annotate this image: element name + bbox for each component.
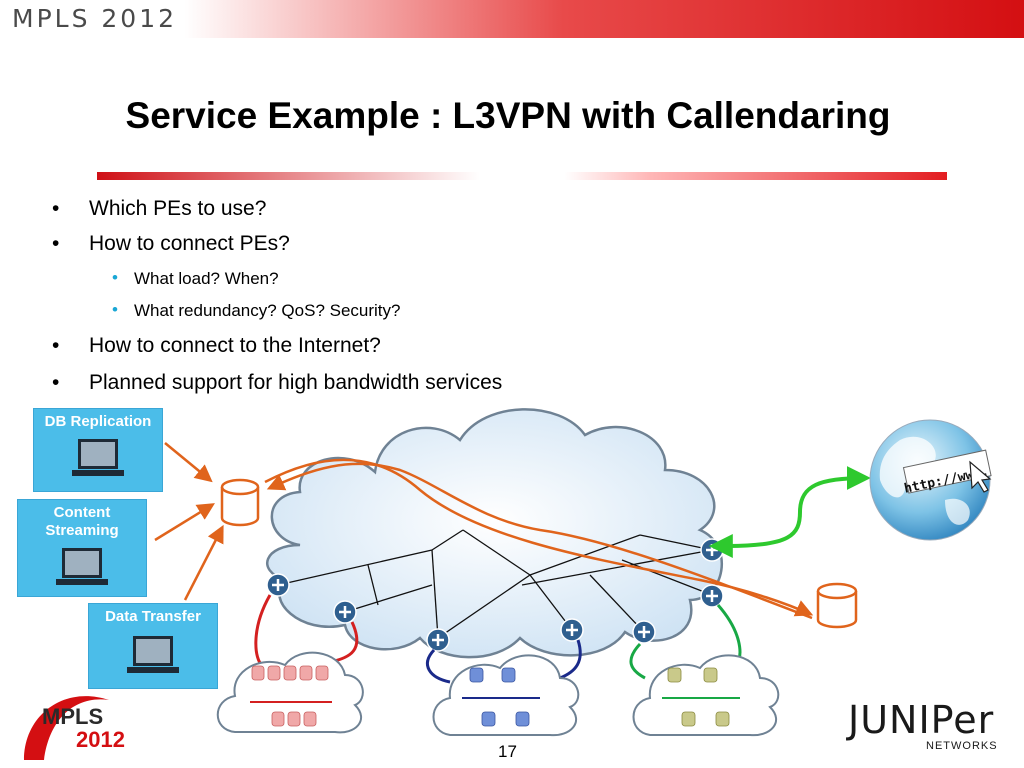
- router-icon: [333, 600, 357, 624]
- bullet-text: How to connect to the Internet?: [89, 334, 381, 357]
- logo-swoosh-icon: [24, 696, 109, 760]
- laptop-icon: [127, 636, 179, 673]
- bullet-text: How to connect PEs?: [89, 232, 290, 255]
- router-icon: [700, 538, 724, 562]
- laptop-icon: [56, 548, 108, 585]
- blue-site-cloud: [432, 654, 580, 737]
- internet-link: [708, 466, 871, 558]
- service-label: DB Replication: [44, 413, 152, 430]
- sub-bullet-text: What redundancy? QoS? Security?: [134, 301, 401, 320]
- service-arrow: [183, 524, 224, 601]
- router-icon: [632, 620, 656, 644]
- network-diagram: http://www.: [154, 408, 992, 737]
- red-site-link: [254, 594, 272, 667]
- mpls-logo: MPLS 2012: [14, 680, 144, 764]
- bullet-glyph: •: [52, 371, 60, 394]
- logo-line-2: 2012: [76, 727, 125, 752]
- juniper-subtext: NETWORKS: [926, 740, 998, 752]
- service-db-replication: DB Replication: [33, 408, 163, 492]
- service-label: Content Streaming: [45, 504, 119, 539]
- service-content-streaming: Content Streaming: [17, 499, 147, 597]
- router-icon: [700, 584, 724, 608]
- green-site-link: [629, 642, 646, 680]
- bullet-glyph: •: [52, 197, 60, 220]
- slide-title: Service Example : L3VPN with Callendarin…: [125, 95, 891, 136]
- banner-title: MPLS 2012: [12, 4, 178, 33]
- router-icon: [426, 628, 450, 652]
- laptop-icon: [72, 439, 124, 476]
- service-arrow: [164, 442, 213, 483]
- bullet-glyph: •: [112, 268, 118, 287]
- header-banner: MPLS 2012: [0, 0, 1024, 38]
- sub-bullet-text: What load? When?: [134, 269, 279, 288]
- blue-site-link: [559, 639, 582, 680]
- pe-routers: [266, 538, 724, 652]
- page-number: 17: [498, 742, 517, 761]
- database-icon: [220, 478, 260, 527]
- database-icon: [816, 582, 858, 629]
- bullet-glyph: •: [52, 334, 60, 357]
- replication-path: [264, 458, 814, 617]
- juniper-logo: JUNIPer NETWORKS: [848, 700, 1008, 756]
- bullet-text: Planned support for high bandwidth servi…: [89, 371, 503, 394]
- juniper-wordmark: JUNIPer: [848, 698, 995, 742]
- replication-path: [266, 462, 813, 620]
- service-data-transfer: Data Transfer: [88, 603, 218, 689]
- internet-globe-icon: [869, 419, 992, 541]
- mpls-core-cloud: [266, 408, 724, 659]
- router-icon: [266, 573, 290, 597]
- green-site-cloud: [632, 654, 780, 737]
- logo-line-1: MPLS: [42, 704, 104, 729]
- service-arrow: [154, 503, 215, 542]
- blue-site-link: [426, 648, 451, 684]
- bullet-glyph: •: [112, 300, 118, 319]
- service-label: Data Transfer: [105, 608, 201, 625]
- router-icon: [560, 618, 584, 642]
- red-site-cloud: [216, 651, 364, 734]
- title-underline: [97, 172, 947, 180]
- bullet-text: Which PEs to use?: [89, 197, 267, 220]
- cursor-icon: [969, 460, 992, 493]
- bullet-glyph: •: [52, 232, 60, 255]
